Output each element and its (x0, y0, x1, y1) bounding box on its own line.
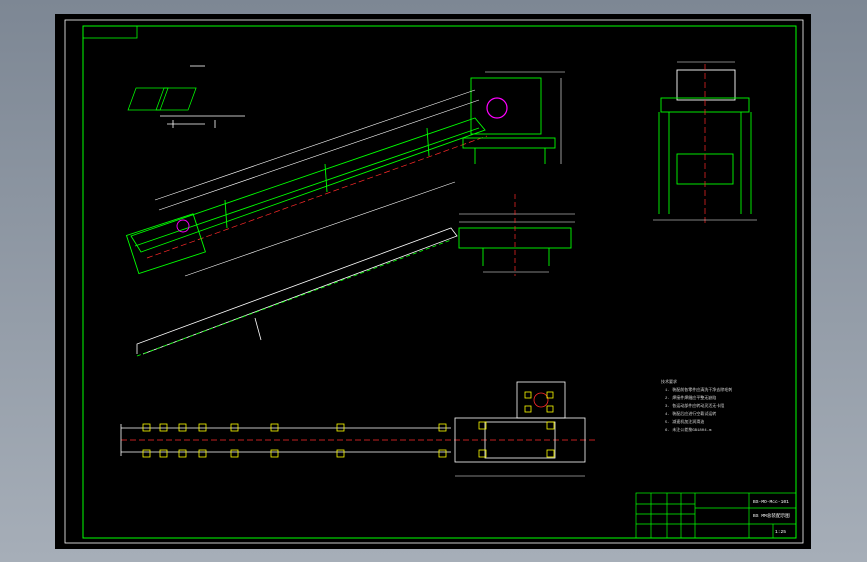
inclined-conveyor-elevation (125, 71, 565, 277)
corner-tag (82, 25, 138, 39)
engineering-drawing: 技术要求 1. 装配前各零件应清洗干净去除毛刺 2. 焊接件焊缝应平整无缺陷 3… (64, 19, 804, 544)
technical-notes: 技术要求 1. 装配前各零件应清洗干净去除毛刺 2. 焊接件焊缝应平整无缺陷 3… (661, 378, 732, 433)
note-line-6: 6. 未注公差按GB1804-m (665, 426, 712, 433)
notes-heading: 技术要求 (661, 378, 677, 385)
title-block (635, 492, 797, 539)
cad-viewport[interactable]: 技术要求 1. 装配前各零件应清洗干净去除毛刺 2. 焊接件焊缝应平整无缺陷 3… (55, 14, 811, 549)
note-line-2: 2. 焊接件焊缝应平整无缺陷 (665, 394, 716, 401)
anchor-bolts (142, 391, 555, 458)
end-view (653, 61, 757, 224)
drawing-title: BS MM总装配示图 (753, 512, 790, 519)
foundation-elevation (136, 227, 458, 357)
outer-frame (64, 19, 804, 544)
foundation-plan (120, 381, 595, 477)
note-line-3: 3. 各运动部件应转动灵活无卡阻 (665, 402, 724, 409)
note-line-1: 1. 装配前各零件应清洗干净去除毛刺 (665, 386, 732, 393)
drawing-number: BS-MO-Mcc-101 (753, 499, 789, 505)
inner-frame (82, 25, 797, 539)
roller-detail-view (127, 65, 245, 128)
note-line-5: 5. 减速机加注润滑油 (665, 418, 704, 425)
scale-label: 1:25 (775, 529, 786, 535)
note-line-4: 4. 装配后应进行空载试运转 (665, 410, 716, 417)
section-view (458, 194, 575, 276)
